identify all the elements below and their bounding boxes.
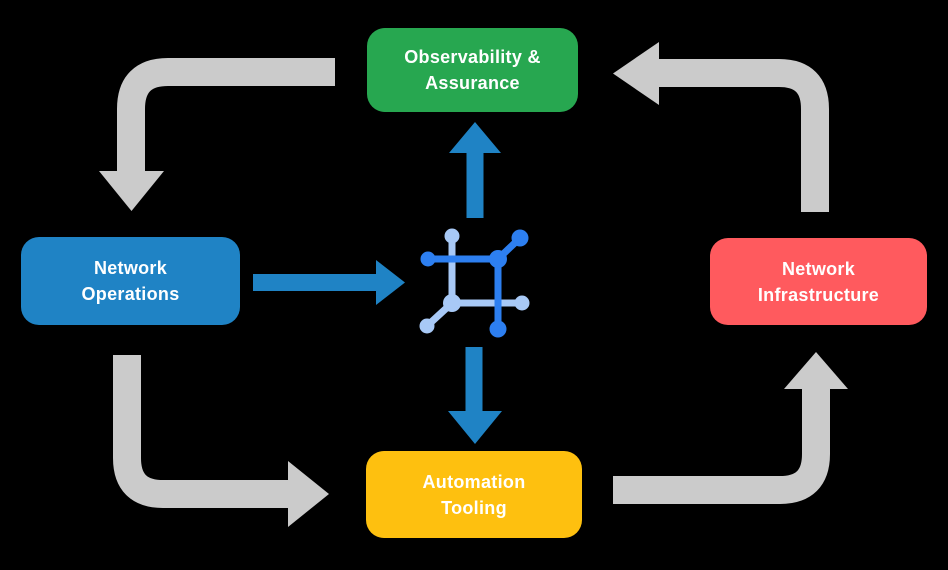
box-automation-tooling: Automation Tooling (366, 451, 582, 538)
cycle-arrow-observability-to-operations (99, 58, 335, 211)
network-hub-icon (419, 228, 530, 338)
box-label-line: Tooling (441, 497, 507, 518)
box-label-line: Automation (422, 471, 526, 492)
box-label-line: Operations (81, 284, 180, 304)
cycle-arrow-automation-to-infrastructure (613, 352, 848, 504)
box-observability-assurance: Observability & Assurance (367, 28, 578, 112)
box-label-line: Observability & (404, 47, 541, 67)
box-label-line: Network (93, 258, 168, 278)
cycle-arrow-operations-to-automation (113, 355, 329, 527)
box-network-operations: Network Operations (21, 237, 240, 325)
box-network-infrastructure: Network Infrastructure (710, 238, 927, 325)
hub-arrow-hub-to-observability (449, 122, 501, 218)
box-label-line: Infrastructure (757, 284, 880, 305)
hub-arrow-hub-to-automation (448, 347, 502, 444)
cycle-arrow-infrastructure-to-observability (613, 42, 829, 212)
box-label-line: Network (781, 258, 856, 279)
box-label-line: Assurance (425, 73, 520, 93)
hub-arrow-operations-to-hub (253, 260, 405, 305)
